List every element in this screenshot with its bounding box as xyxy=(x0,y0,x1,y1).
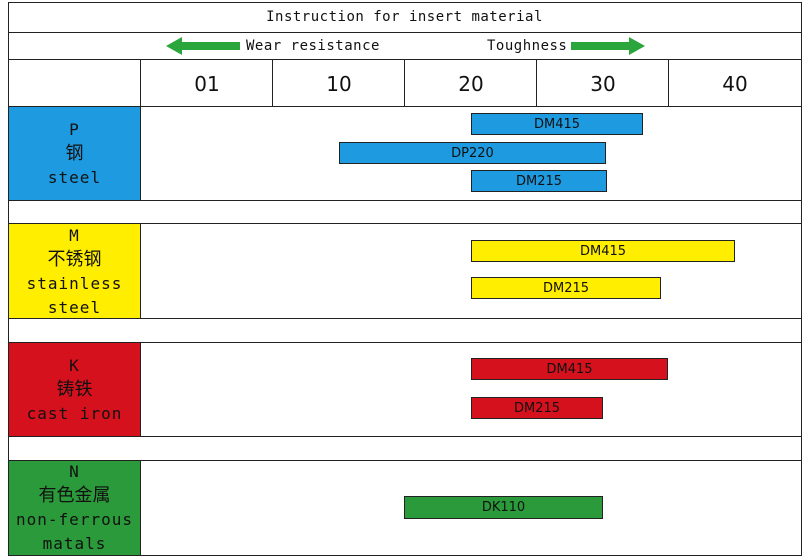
category-english: steel xyxy=(47,168,102,187)
grid-line xyxy=(140,342,141,437)
grid-line xyxy=(8,106,802,107)
grid-line xyxy=(8,223,802,224)
bar-k-dm215: DM215 xyxy=(471,397,603,419)
grid-line xyxy=(801,2,802,556)
category-english: cast iron xyxy=(26,404,123,423)
grid-line xyxy=(536,59,537,107)
category-n-non-ferrous: N 有色金属 non-ferrous matals xyxy=(8,461,141,555)
grid-line xyxy=(668,59,669,107)
bar-p-dm415: DM415 xyxy=(471,113,643,135)
grid-line xyxy=(404,59,405,107)
wear-resistance-label: Wear resistance xyxy=(246,38,380,54)
grid-line xyxy=(8,318,802,319)
category-chinese: 钢 xyxy=(65,143,84,164)
grid-line xyxy=(8,2,802,3)
category-english: non-ferrous xyxy=(16,510,133,529)
category-chinese: 铸铁 xyxy=(56,379,93,400)
bar-p-dm215: DM215 xyxy=(471,170,607,192)
category-english: matals xyxy=(42,534,107,553)
category-english: stainless xyxy=(26,273,123,293)
category-chinese: 有色金属 xyxy=(38,485,111,506)
grid-line xyxy=(140,460,141,556)
grid-line xyxy=(8,460,802,461)
chart-title: Instruction for insert material xyxy=(266,9,543,25)
grid-line xyxy=(8,2,9,556)
bar-m-dm215: DM215 xyxy=(471,277,661,299)
bar-p-dp220: DP220 xyxy=(339,142,606,164)
category-m-stainless-steel: M 不锈钢 stainless steel xyxy=(8,224,141,319)
category-code: K xyxy=(69,356,80,375)
category-chinese: 不锈钢 xyxy=(47,248,102,270)
arrow-left-icon xyxy=(166,37,240,55)
grade-20: 20 xyxy=(458,71,484,96)
toughness-label: Toughness xyxy=(487,38,568,54)
grid-line xyxy=(272,59,273,107)
grid-line xyxy=(8,200,802,201)
category-p-steel: P 钢 steel xyxy=(8,107,141,201)
grid-line xyxy=(8,59,802,60)
category-k-cast-iron: K 铸铁 cast iron xyxy=(8,343,141,437)
grade-40: 40 xyxy=(722,71,748,96)
category-code: P xyxy=(69,120,80,139)
grid-line xyxy=(8,555,802,556)
arrow-right-icon xyxy=(571,37,645,55)
category-english: steel xyxy=(47,297,102,317)
grade-01: 01 xyxy=(194,71,220,96)
category-code: M xyxy=(69,225,80,245)
bar-k-dm415: DM415 xyxy=(471,358,668,380)
grid-line xyxy=(140,59,141,201)
grid-line xyxy=(8,342,802,343)
grade-10: 10 xyxy=(326,71,352,96)
category-code: N xyxy=(69,462,80,481)
bar-m-dm415: DM415 xyxy=(471,240,735,262)
grid-line xyxy=(8,32,802,33)
grid-line xyxy=(8,436,802,437)
grid-line xyxy=(140,223,141,319)
bar-n-dk110: DK110 xyxy=(404,496,603,519)
grade-30: 30 xyxy=(590,71,616,96)
